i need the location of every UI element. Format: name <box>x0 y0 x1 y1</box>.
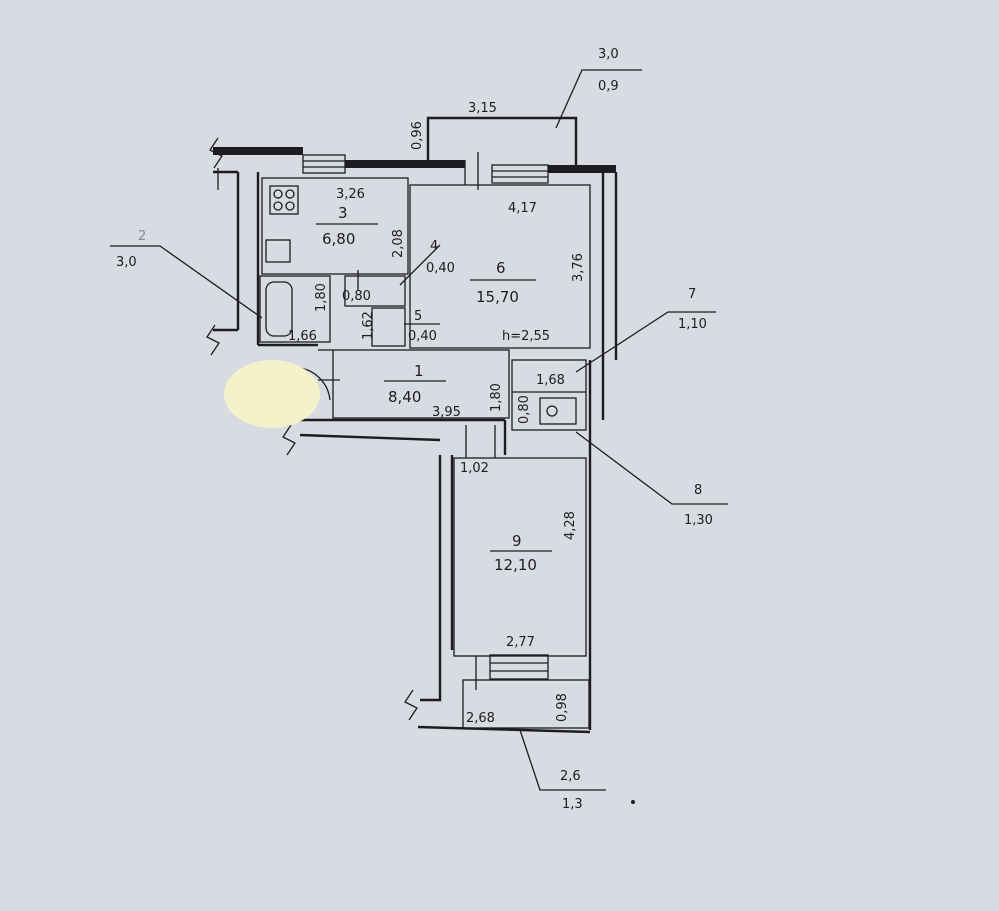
room-3-kitchen: 3,26 3 6,80 2,08 <box>261 177 409 275</box>
bath-dim-h: 1,80 <box>314 283 329 312</box>
rooms-7-8-wc: 1,68 0,80 7 1,10 8 1,30 <box>511 287 728 528</box>
stray-dot <box>631 800 635 804</box>
room-5-number: 5 <box>414 309 422 324</box>
room-7-number: 7 <box>688 287 696 302</box>
room-6-dim-w: 4,17 <box>508 201 537 216</box>
room-6-living: 4,17 3,76 6 15,70 h=2,55 <box>409 184 591 349</box>
room-9-dim-w: 2,77 <box>506 635 535 650</box>
bottom-balcony: 2,68 0,98 2,6 1,3 <box>462 656 606 812</box>
room-4-area: 0,40 <box>426 261 455 276</box>
top-balcony-area-top: 3,0 <box>598 47 619 62</box>
room-2-area: 3,0 <box>116 255 137 270</box>
top-balcony-area-bottom: 0,9 <box>598 79 619 94</box>
room-1-number: 1 <box>414 362 424 380</box>
hall-dim-h: 1,80 <box>489 383 504 412</box>
kitchen-dim-w: 3,26 <box>336 187 365 202</box>
break-marks <box>206 137 418 721</box>
closet-5-dim-h: 1,62 <box>361 311 376 340</box>
room-8-area: 1,30 <box>684 513 713 528</box>
bottom-balcony-dim-w: 2,68 <box>466 711 495 726</box>
bottom-balcony-dim-h: 0,98 <box>555 693 570 722</box>
windows <box>302 152 549 680</box>
room-6-area: 15,70 <box>476 288 519 306</box>
room-7-area: 1,10 <box>678 317 707 332</box>
wc-7-dim-w: 1,68 <box>536 373 565 388</box>
closet-4-dim-w: 0,80 <box>342 289 371 304</box>
room-9-number: 9 <box>512 532 522 550</box>
room-3-number: 3 <box>338 204 348 222</box>
ceiling-height: h=2,55 <box>502 329 550 344</box>
bath-dim-w: 1,66 <box>288 329 317 344</box>
kitchen-dim-h: 2,08 <box>391 229 406 258</box>
outer-walls <box>213 147 618 734</box>
door-dim-w: 1,02 <box>460 461 489 476</box>
top-balcony-dim-h: 0,96 <box>410 121 425 150</box>
room-2-bathroom: 1,80 1,66 2 3,0 <box>110 229 331 344</box>
bottom-balcony-area-bottom: 1,3 <box>562 797 583 812</box>
hall-dim-w: 3,95 <box>432 405 461 420</box>
top-balcony: 3,15 0,96 3,0 0,9 <box>410 47 642 165</box>
room-1-area: 8,40 <box>388 388 421 406</box>
room-8-number: 8 <box>694 483 702 498</box>
room-5-area: 0,40 <box>408 329 437 344</box>
room-6-number: 6 <box>496 259 506 277</box>
closets: 0,80 1,62 4 0,40 5 0,40 <box>342 239 455 347</box>
top-balcony-dim-w: 3,15 <box>468 101 497 116</box>
room-9-area: 12,10 <box>494 556 537 574</box>
room-2-number: 2 <box>138 229 146 244</box>
bottom-balcony-area-top: 2,6 <box>560 769 581 784</box>
room-1-hall: 1 8,40 3,95 1,80 <box>318 349 510 420</box>
room-4-number: 4 <box>430 239 438 254</box>
room-3-area: 6,80 <box>322 230 355 248</box>
room-9-dim-h: 4,28 <box>563 511 578 540</box>
highlight-mark <box>224 360 320 428</box>
wc-8-dim-w: 0,80 <box>517 395 532 424</box>
room-9-bedroom: 1,02 4,28 9 12,10 2,77 <box>453 425 587 657</box>
room-6-dim-h: 3,76 <box>571 253 586 282</box>
